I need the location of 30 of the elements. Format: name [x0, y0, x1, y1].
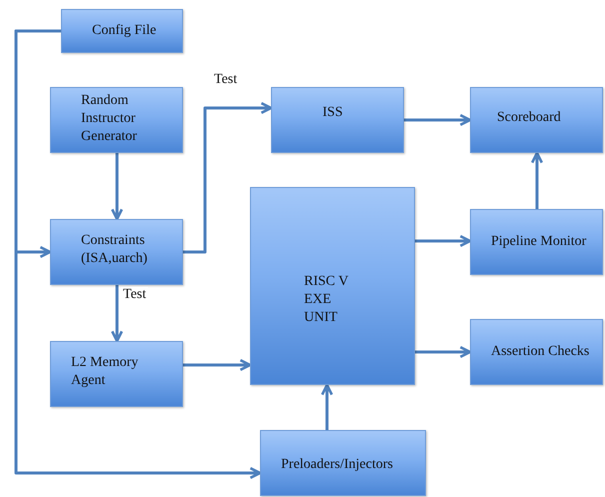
process-box [260, 430, 426, 496]
arrow [415, 346, 472, 358]
process-box [50, 219, 183, 285]
box-label: Preloaders/Injectors [281, 456, 394, 474]
process-box [250, 187, 415, 385]
box-label: Pipeline Monitor [491, 232, 588, 251]
box-label: Constraints (ISA,uarch) [81, 232, 148, 268]
arrow [183, 102, 272, 254]
box-label: Assertion Checks [491, 342, 590, 361]
process-box [470, 209, 603, 275]
process-box [50, 341, 183, 407]
arrow [14, 30, 262, 480]
arrow [530, 152, 544, 209]
process-box [50, 87, 183, 153]
arrow [110, 153, 124, 220]
box-label: Scoreboard [497, 108, 562, 127]
arrow [183, 358, 252, 372]
arrow [320, 384, 334, 430]
box-label: Config File [92, 22, 158, 40]
box-label: ISS [322, 104, 344, 122]
process-box [271, 87, 404, 153]
process-box [470, 319, 603, 385]
process-box [61, 9, 183, 53]
arrow [404, 114, 472, 126]
box-label: L2 Memory Agent [71, 354, 140, 390]
box-label: Random Instructor Generator [81, 92, 138, 146]
arrow [415, 234, 472, 248]
arrow [110, 285, 124, 342]
box-label: RISC V EXE UNIT [304, 273, 350, 328]
process-box [470, 87, 603, 153]
